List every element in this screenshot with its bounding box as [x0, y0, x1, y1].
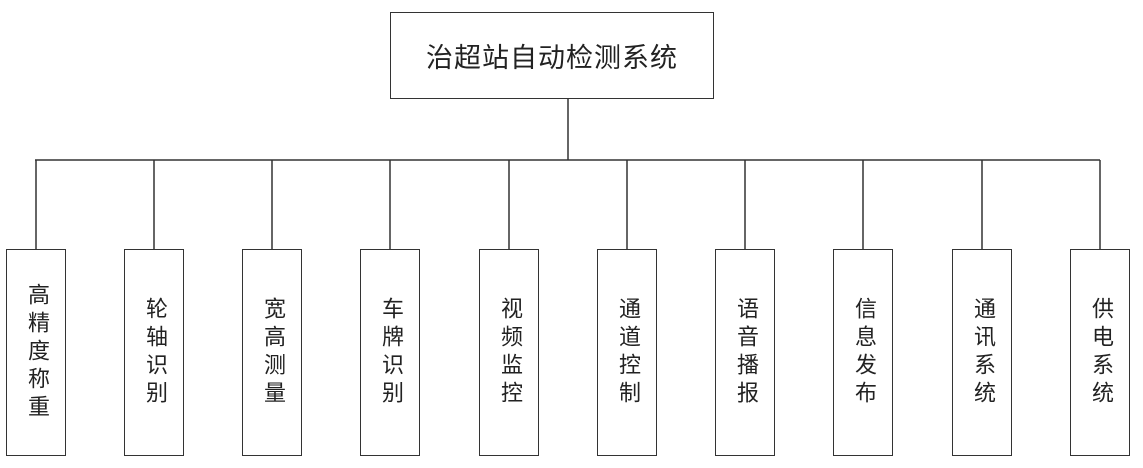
node-video: 视频监控 [479, 249, 539, 456]
node-label: 车牌识别 [378, 296, 403, 409]
node-power: 供电系统 [1070, 249, 1130, 456]
node-lane-control: 通道控制 [597, 249, 657, 456]
node-label: 信息发布 [851, 296, 876, 409]
node-label: 供电系统 [1088, 296, 1113, 409]
node-comms: 通讯系统 [952, 249, 1012, 456]
node-label: 视频监控 [497, 296, 522, 409]
node-label: 通讯系统 [970, 296, 995, 409]
node-weighing: 高精度称重 [6, 249, 66, 456]
node-info-display: 信息发布 [833, 249, 893, 456]
node-size-measure: 宽高测量 [242, 249, 302, 456]
node-label: 轮轴识别 [142, 296, 167, 409]
node-label: 宽高测量 [260, 296, 285, 409]
root-label: 治超站自动检测系统 [426, 43, 678, 74]
node-voice: 语音播报 [715, 249, 775, 456]
node-label: 高精度称重 [24, 282, 49, 423]
root-node: 治超站自动检测系统 [390, 12, 714, 99]
node-label: 语音播报 [733, 296, 758, 409]
node-axle-id: 轮轴识别 [124, 249, 184, 456]
node-plate-id: 车牌识别 [360, 249, 420, 456]
node-label: 通道控制 [615, 296, 640, 409]
